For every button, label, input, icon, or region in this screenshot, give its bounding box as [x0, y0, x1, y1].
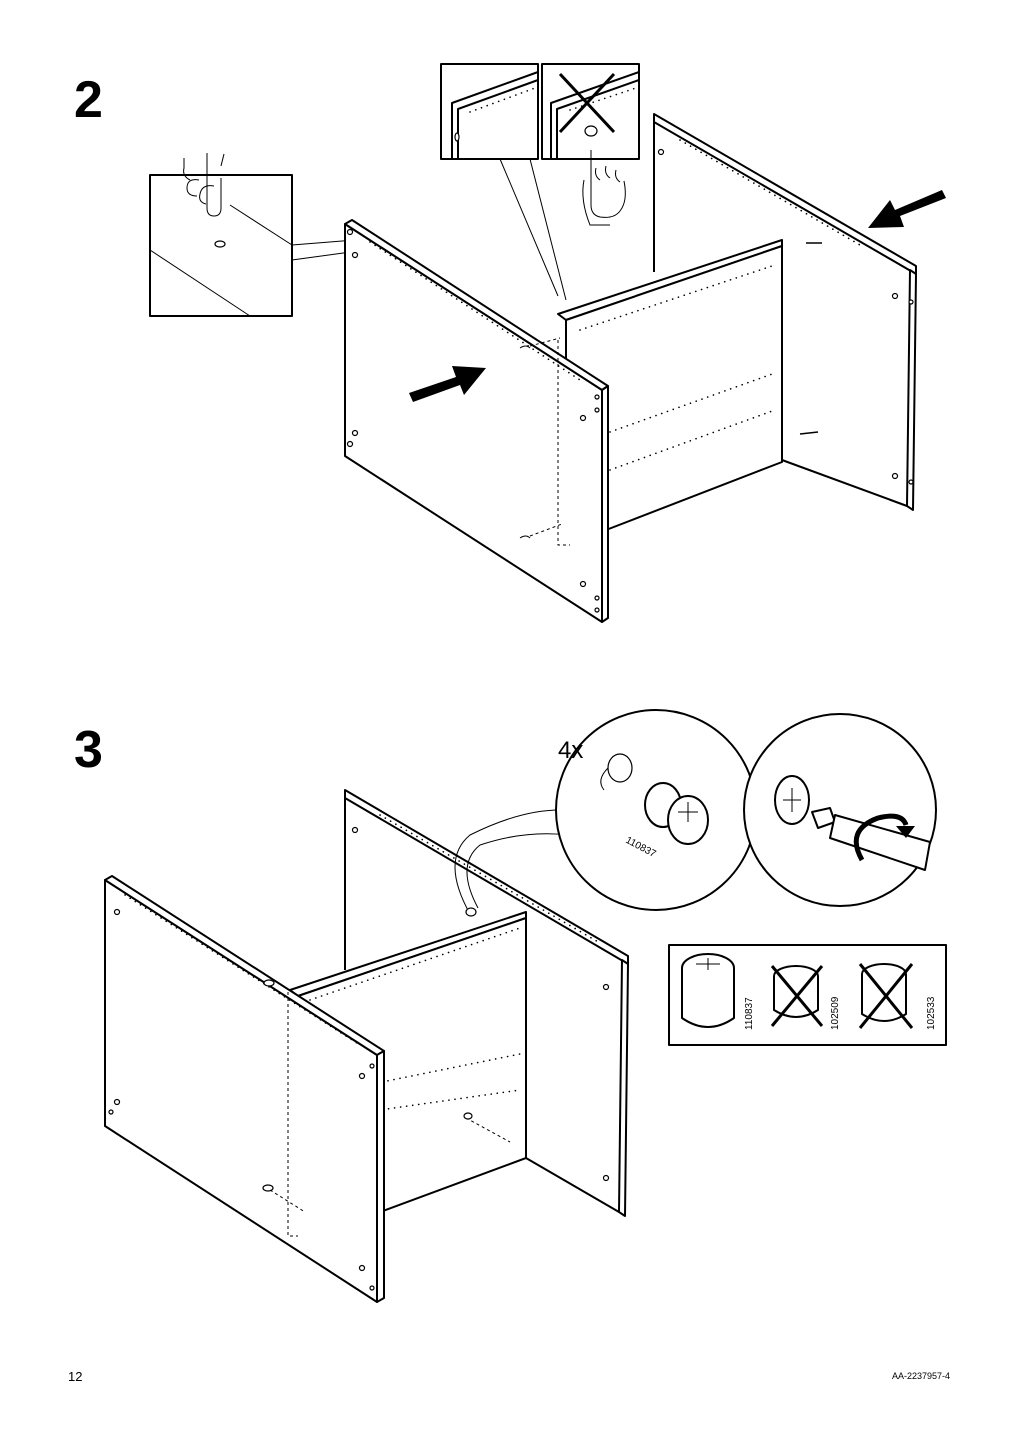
finger-press-icon: [183, 153, 225, 217]
step-2-illustration: [149, 63, 946, 623]
compare-label-3: 102533: [926, 996, 937, 1030]
detail-box-correct: [440, 63, 539, 160]
cam-lock-detail: 4x 110837: [555, 709, 757, 911]
panel-right: [653, 113, 917, 511]
detail-box-wrong: [541, 63, 640, 160]
cam-lock-comparison: 110837 102509 102533: [668, 944, 947, 1046]
cam-lock-icon: [774, 775, 810, 825]
rotate-arrow-icon: [853, 813, 915, 862]
finger-press-icon: [582, 150, 626, 226]
compare-label-2: 102509: [830, 996, 841, 1030]
cross-icon: [770, 965, 824, 1027]
cam-lock-icon: [773, 965, 819, 1018]
detail-box-press: [149, 153, 381, 317]
cam-lock-icon: [600, 753, 709, 845]
panel-back: [344, 789, 629, 1217]
panel-front: [104, 875, 385, 1303]
page-number: 12: [68, 1369, 83, 1384]
step-3-number: 3: [74, 721, 103, 779]
cross-icon: [558, 72, 616, 134]
quantity-label: 4x: [558, 737, 583, 764]
screwdriver-icon: [811, 807, 931, 871]
screwdriver-detail: [743, 713, 937, 907]
compare-label-1: 110837: [744, 997, 755, 1030]
document-code: AA-2237957-4: [891, 1371, 950, 1381]
push-arrow-icon: [409, 366, 486, 402]
panel-left: [344, 219, 609, 623]
step-3-illustration: 4x 110837: [104, 709, 947, 1303]
push-arrow-icon: [868, 190, 946, 228]
cross-icon: [858, 963, 914, 1029]
cam-lock-icon: [681, 953, 735, 1028]
step-2-number: 2: [74, 71, 103, 129]
